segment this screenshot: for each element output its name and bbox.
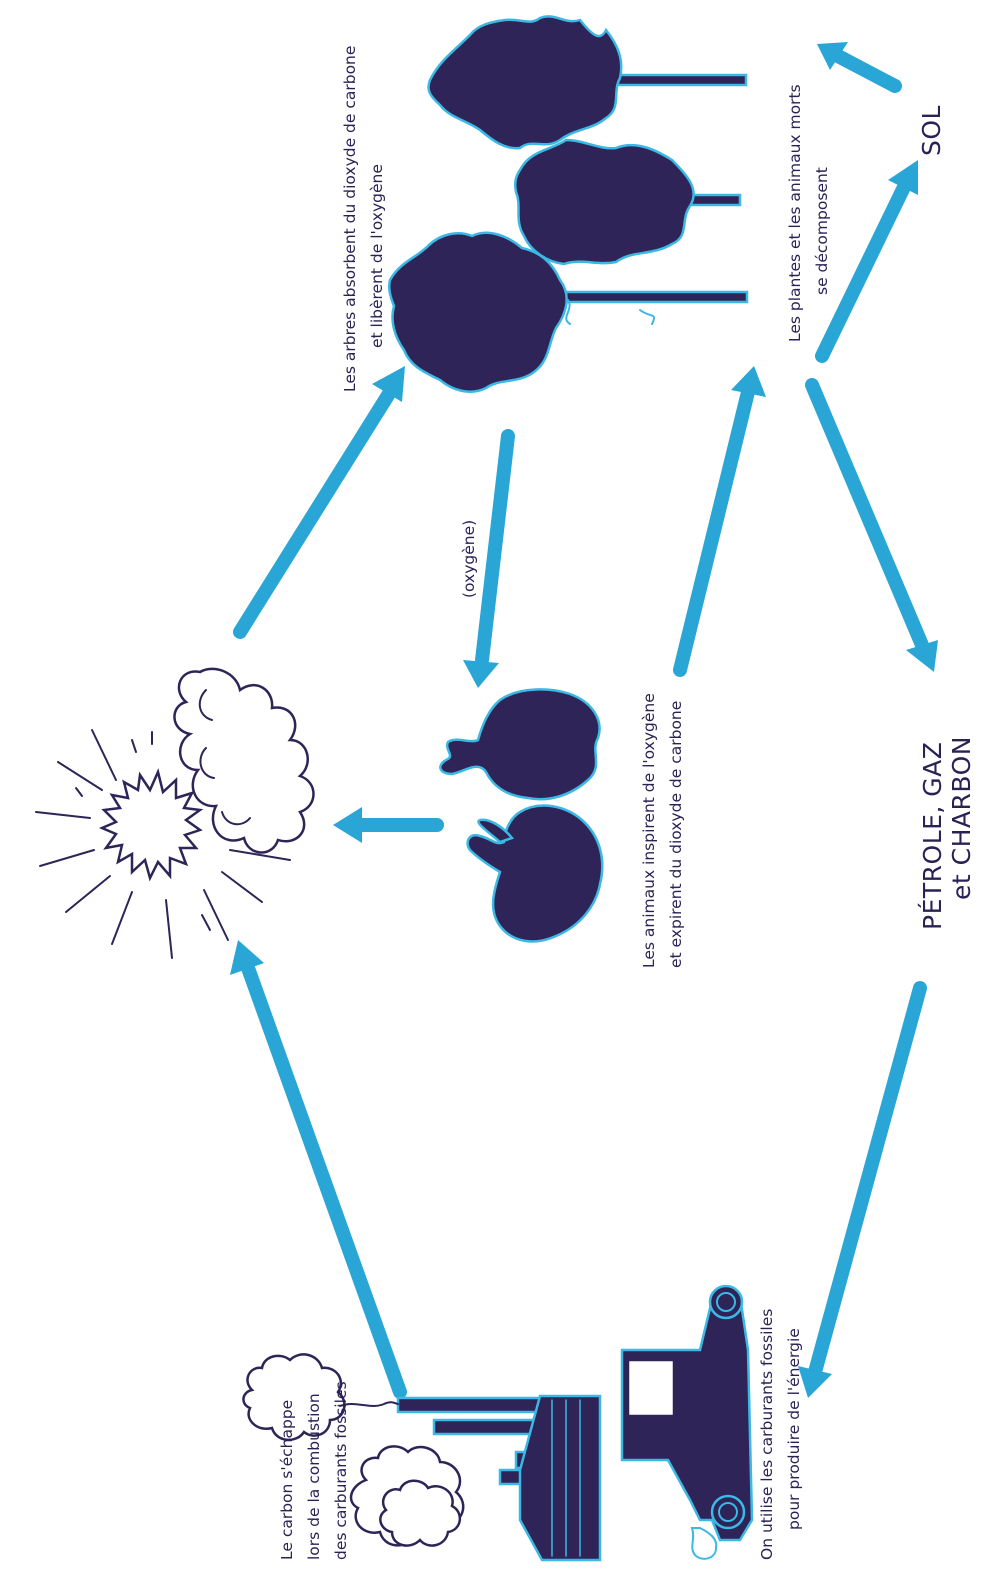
combustion-label-line1: Le carbon s'échappe xyxy=(278,1400,296,1560)
cloud-icon xyxy=(174,669,313,853)
arrow-soil-to-air xyxy=(817,42,895,86)
energy-label-line2: pour produire de l'énergie xyxy=(785,1328,803,1530)
soil-label: SOL xyxy=(917,105,946,156)
arrow-sun-to-trees xyxy=(240,366,405,632)
oxygen-label: (oxygène) xyxy=(460,520,478,598)
trees-label-line1: Les arbres absorbent du dioxyde de carbo… xyxy=(341,46,359,392)
animals-label-line1: Les animaux inspirent de l'oxygène xyxy=(640,693,658,968)
arrow-decompose-to-fossil xyxy=(812,385,938,672)
arrow-fossil-to-energy xyxy=(798,988,920,1398)
arrow-animals-to-sky xyxy=(333,807,437,843)
combustion-label-line3: des carburants fossiles xyxy=(332,1381,350,1560)
trees-icon xyxy=(389,16,747,391)
arrow-combustion-to-sky xyxy=(230,940,400,1392)
arrow-animals-to-decompose xyxy=(680,366,766,670)
combustion-label-line2: lors de la combustion xyxy=(305,1393,323,1560)
arrow-decompose-to-soil xyxy=(822,160,918,356)
factory-icon xyxy=(243,1354,600,1560)
fossil-label-line2: et CHARBON xyxy=(947,736,976,900)
trees-label-line2: et libèrent de l'oxygène xyxy=(368,164,386,348)
car-icon xyxy=(622,1286,752,1559)
energy-label-line1: On utilise les carburants fossiles xyxy=(758,1309,776,1560)
rabbits-icon xyxy=(440,689,602,941)
fossil-label-line1: PÉTROLE, GAZ xyxy=(918,742,947,930)
decompose-label-line2: se décomposent xyxy=(813,167,831,295)
animals-label-line2: et expirent du dioxyde de carbone xyxy=(667,701,685,968)
decompose-label-line1: Les plantes et les animaux morts xyxy=(786,84,804,342)
